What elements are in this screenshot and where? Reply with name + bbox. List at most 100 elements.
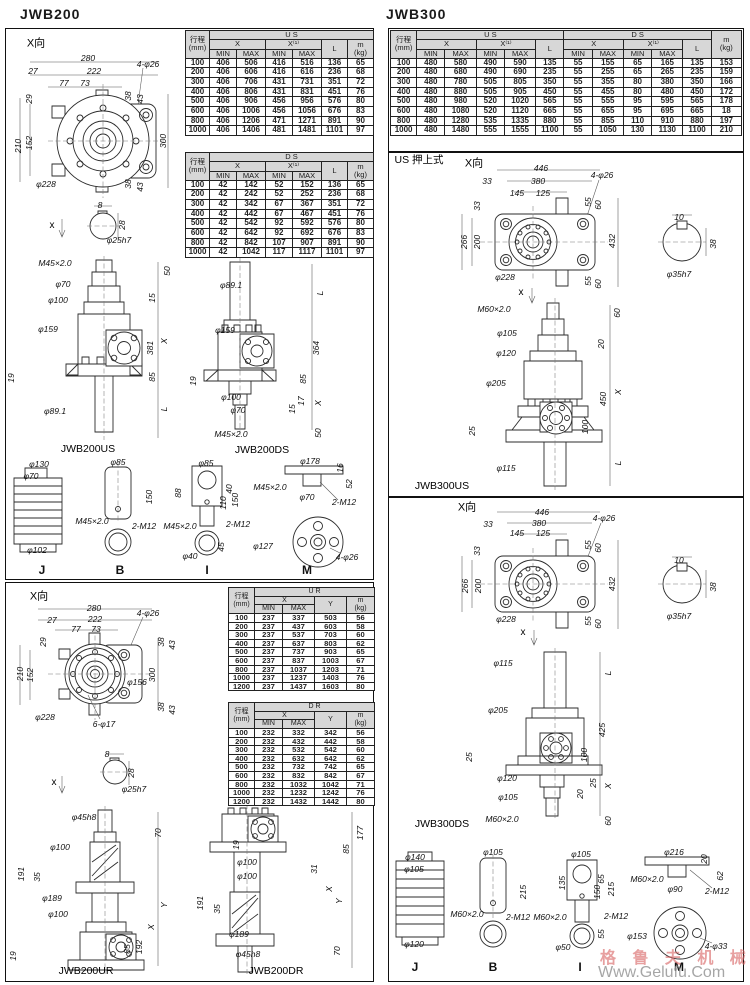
table-header-cell: 行程 (mm) — [185, 30, 210, 59]
table-cell: 500 — [389, 96, 418, 107]
table-cell: 520 — [475, 96, 505, 107]
table-cell: 676 — [321, 105, 348, 117]
table-cell: 83 — [346, 105, 375, 117]
table-cell: 72 — [346, 77, 375, 88]
table-cell: 842 — [314, 771, 347, 781]
jwb200us-drawing — [66, 256, 158, 440]
table-header-cell: Y — [314, 710, 347, 730]
jwb300-accessories — [396, 852, 712, 959]
table-header-cell: X — [209, 161, 266, 172]
table-cell: 480 — [416, 77, 446, 88]
table-header-cell: 行程 (mm) — [228, 586, 255, 615]
table-header-cell: L — [321, 161, 348, 181]
table-cell: 300 — [185, 199, 210, 210]
table-cell: 642 — [236, 227, 266, 239]
table-cell: 67 — [265, 199, 293, 210]
jwb300us-front-view — [462, 170, 706, 303]
table-header-cell: X⁽¹⁾ — [475, 39, 537, 50]
table-cell: 505 — [475, 77, 505, 88]
table-cell: 72 — [346, 199, 375, 210]
table-cell: 237 — [254, 656, 283, 666]
table-cell: 542 — [236, 218, 266, 229]
table-header-cell: D S — [563, 29, 712, 41]
table-cell: 1480 — [444, 125, 477, 136]
table-cell: 576 — [321, 96, 348, 107]
table-cell: 42 — [209, 227, 237, 239]
table-cell: 695 — [651, 105, 684, 117]
title-jwb300: JWB300 — [386, 6, 447, 22]
table-cell: 431 — [265, 77, 293, 88]
table-cell: 665 — [535, 105, 565, 117]
table-cell: 406 — [209, 77, 237, 88]
table-cell: 350 — [682, 77, 712, 88]
table-header-cell: m (kg) — [346, 595, 375, 615]
table-cell: 576 — [321, 218, 348, 229]
table-header-cell: MAX — [651, 48, 684, 59]
table-header-cell: MAX — [282, 604, 315, 615]
table-cell: 237 — [254, 681, 283, 692]
table-cell: 1117 — [292, 247, 322, 258]
table-cell: 80 — [622, 77, 653, 88]
table-header-cell: Y — [314, 595, 347, 615]
table-header-cell: m (kg) — [710, 30, 743, 59]
table-header-cell: MAX — [282, 719, 315, 730]
table-header-cell: X — [563, 39, 624, 50]
table-cell: 406 — [209, 105, 237, 117]
table-cell: 100 — [228, 613, 255, 623]
table-cell: 1056 — [292, 105, 322, 117]
table-cell: 1006 — [236, 105, 266, 117]
table-header-cell: MAX — [236, 48, 266, 59]
table-header-cell: MAX — [503, 48, 537, 59]
table-cell: 1100 — [535, 125, 565, 136]
table-header-cell: MIN — [265, 170, 293, 181]
table-cell: 55 — [563, 96, 593, 107]
table-cell: 351 — [321, 77, 348, 88]
table-cell: 18 — [710, 105, 743, 117]
table-cell: 1101 — [321, 125, 348, 136]
table-cell: 1000 — [185, 125, 210, 136]
table-cell: 55 — [563, 105, 593, 117]
jwb300-us-panel — [388, 152, 744, 497]
table-cell: 706 — [236, 77, 266, 88]
table-cell: 80 — [346, 96, 375, 107]
table-cell: 1406 — [236, 125, 266, 136]
table-cell: 42 — [209, 218, 237, 229]
jwb300ds-drawing — [506, 648, 602, 820]
table-header-cell: MIN — [622, 48, 653, 59]
table-header-cell: 行程 (mm) — [389, 30, 418, 59]
table-cell: 456 — [265, 96, 293, 107]
jwb200dr-drawing — [210, 804, 352, 974]
table-header-cell: MIN — [265, 48, 293, 59]
table-cell: 232 — [254, 796, 283, 807]
table-cell: 1003 — [314, 656, 347, 666]
table-cell: 1130 — [651, 125, 684, 136]
table-cell: 92 — [265, 218, 293, 229]
table-header-cell: L — [682, 39, 712, 59]
table-cell: 1100 — [682, 125, 712, 136]
table-cell: 83 — [346, 227, 375, 239]
table-cell: 67 — [346, 771, 375, 781]
table-cell: 95 — [622, 105, 653, 117]
table-cell: 300 — [185, 77, 210, 88]
table-cell: 92 — [265, 227, 293, 239]
jwb200ds-drawing — [204, 258, 312, 435]
table-cell: 332 — [282, 728, 315, 738]
table-cell: 500 — [185, 218, 210, 229]
table-cell: 67 — [346, 656, 375, 666]
